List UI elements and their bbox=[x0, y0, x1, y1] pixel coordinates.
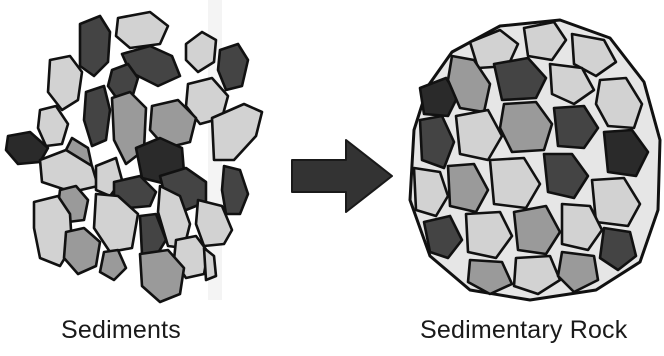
loose-sediments-group bbox=[6, 12, 262, 302]
sediments-label: Sediments bbox=[61, 316, 181, 345]
sediment-grain bbox=[48, 56, 82, 110]
sedimentary-rock-group bbox=[410, 20, 660, 300]
sediment-grain bbox=[222, 166, 248, 214]
sedimentary-rock-label: Sedimentary Rock bbox=[420, 316, 627, 345]
sediment-grain bbox=[116, 12, 168, 48]
sediment-grain bbox=[100, 250, 126, 280]
right-arrow-icon bbox=[292, 140, 392, 212]
sediment-grain bbox=[218, 44, 248, 90]
sediment-grain bbox=[38, 106, 68, 146]
sediment-grain bbox=[84, 86, 110, 146]
sediment-grain bbox=[80, 16, 110, 76]
sediment-grain bbox=[64, 228, 100, 274]
